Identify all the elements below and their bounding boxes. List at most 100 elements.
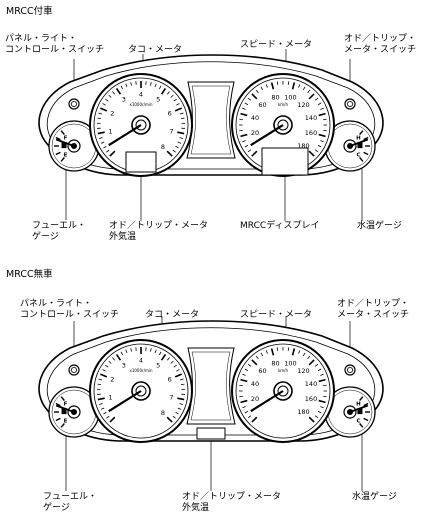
dial-minor-tick xyxy=(166,91,170,95)
label-water-temp-gauge: 水温ゲージ xyxy=(357,221,402,231)
odo-trip-switch-knob xyxy=(344,98,356,110)
tach-unit: x1000r/min xyxy=(129,368,153,373)
dial-minor-tick xyxy=(170,360,174,364)
dial-number: 40 xyxy=(251,380,259,388)
dial-needle xyxy=(108,124,142,147)
fuel-empty-mark: E xyxy=(64,418,68,424)
dial-major-tick xyxy=(177,131,185,135)
dial-minor-tick xyxy=(298,84,301,88)
odo-trip-switch-knob xyxy=(344,364,356,376)
side-gauge-tick xyxy=(363,402,369,407)
dial-major-tick xyxy=(251,93,258,100)
dial-minor-tick xyxy=(247,97,252,101)
dial-number: 60 xyxy=(258,367,266,375)
dial-minor-tick xyxy=(176,103,180,106)
dial-minor-tick xyxy=(317,144,322,148)
dial-minor-tick xyxy=(103,411,107,415)
dial-major-tick xyxy=(115,87,122,95)
dial-number: 5 xyxy=(156,96,160,104)
temp-hot-mark: H xyxy=(356,136,361,142)
dial-number: 20 xyxy=(251,395,259,403)
dial-major-tick xyxy=(318,378,326,383)
dial-number: 140 xyxy=(305,114,317,122)
dial-minor-tick xyxy=(180,383,185,386)
dial-minor-tick xyxy=(307,89,311,94)
dial-hub-inner xyxy=(277,385,289,397)
dial-major-tick xyxy=(270,82,275,90)
side-gauge-tick xyxy=(55,417,61,422)
side-gauge-tick xyxy=(60,157,65,162)
dial-number: 6 xyxy=(168,375,172,383)
dial-minor-tick xyxy=(302,352,306,357)
dial-major-tick xyxy=(177,397,185,401)
dial-minor-tick xyxy=(265,84,268,88)
dial-number: 20 xyxy=(251,129,259,137)
dial-number: 40 xyxy=(251,114,259,122)
dial-major-tick xyxy=(160,353,167,361)
label-odo-trip-meter-2: オド／トリップ・メータ 外気温 xyxy=(182,492,282,513)
odo-trip-switch-knob-center xyxy=(346,366,353,373)
dial-minor-tick xyxy=(180,117,185,120)
dial-major-tick xyxy=(291,82,296,90)
dial-minor-tick xyxy=(112,91,116,95)
dial-ticks xyxy=(239,81,327,157)
dial-number: 2 xyxy=(110,109,114,117)
label-mrcc-display: MRCCディスプレイ xyxy=(240,221,320,231)
label-fuel-gauge: フューエル・ ゲージ xyxy=(32,221,87,242)
dial-minor-tick xyxy=(320,406,324,409)
mrcc-display-screen xyxy=(261,147,309,176)
dial-major-tick xyxy=(240,112,248,117)
thermometer-icon xyxy=(357,408,363,415)
odo-trip-display xyxy=(125,151,157,173)
dial-major-tick xyxy=(166,416,173,423)
dial-minor-tick xyxy=(317,102,322,106)
dial-major-tick xyxy=(174,107,182,112)
dial-minor-tick xyxy=(242,140,246,143)
dial-number: 80 xyxy=(271,93,279,101)
label-panel-light-switch: パネル・ライト・ コントロール・スイッチ xyxy=(5,34,105,55)
dial-minor-tick xyxy=(120,351,123,356)
label-panel-light-switch-2: パネル・ライト・ コントロール・スイッチ xyxy=(20,299,120,320)
side-gauge-tick xyxy=(359,157,364,162)
dial-minor-tick xyxy=(244,144,249,148)
label-speedometer: スピード・メータ xyxy=(240,40,313,50)
dial-minor-tick xyxy=(298,350,301,354)
dial-major-tick xyxy=(97,397,105,401)
dial-number: 5 xyxy=(156,362,160,370)
dial-major-tick xyxy=(174,373,182,378)
dial-minor-tick xyxy=(150,348,152,352)
side-gauge-tick xyxy=(363,151,369,156)
side-gauge-tick xyxy=(60,130,65,135)
dial-minor-tick xyxy=(130,82,132,86)
dial-minor-tick xyxy=(317,410,322,414)
dial-minor-tick xyxy=(170,94,174,98)
dial-number: 1 xyxy=(109,127,113,135)
dial-minor-tick xyxy=(179,403,183,405)
dial-major-tick xyxy=(109,416,116,423)
section-title-without-mrcc: MRCC無車 xyxy=(6,269,53,280)
dial-major-tick xyxy=(291,348,296,356)
dial-number: 120 xyxy=(297,367,309,375)
dial-number: 80 xyxy=(271,359,279,367)
dial-hub-inner xyxy=(135,385,147,397)
dial-minor-tick xyxy=(172,149,176,153)
odo-trip-switch-knob-center xyxy=(346,101,353,108)
dial-major-tick xyxy=(318,133,326,138)
dial-number: 8 xyxy=(161,143,165,151)
dial-minor-tick xyxy=(244,368,249,372)
dial-minor-tick xyxy=(100,141,105,144)
dial-minor-tick xyxy=(97,383,102,386)
side-gauge-tick xyxy=(363,136,369,141)
dial-minor-tick xyxy=(320,107,324,110)
dial-major-tick xyxy=(308,416,315,423)
dial-minor-tick xyxy=(244,410,249,414)
dial-hub-inner xyxy=(135,119,147,131)
dial-minor-tick xyxy=(102,369,106,372)
dial-minor-tick xyxy=(108,94,112,98)
